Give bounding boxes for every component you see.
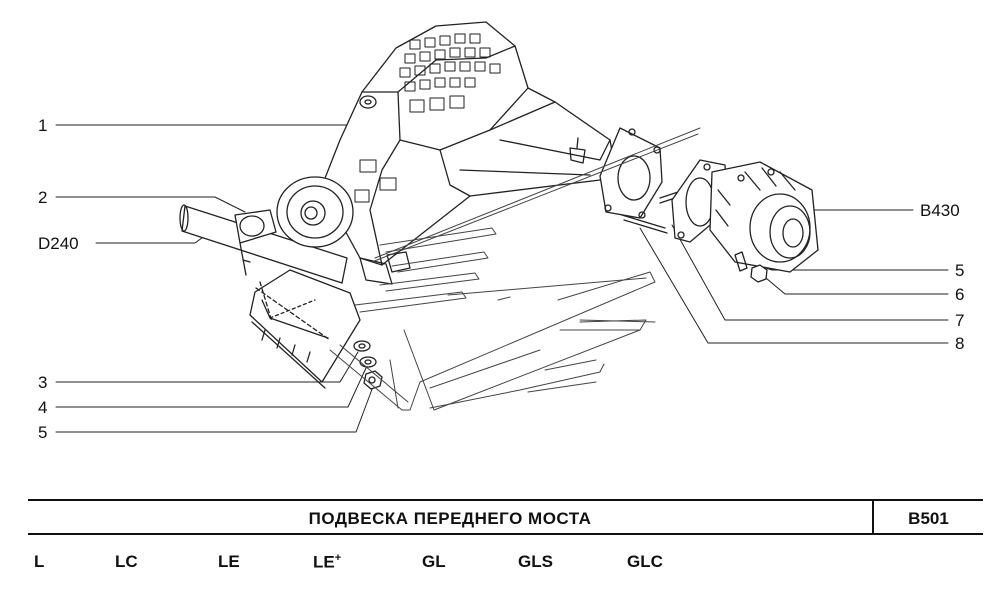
variant-lc: LC — [115, 552, 138, 571]
callout-6: 6 — [955, 285, 965, 304]
leader-8 — [639, 227, 949, 344]
axle-housing-part-1 — [276, 21, 616, 266]
callout-8: 8 — [955, 334, 965, 353]
title-block: ПОДВЕСКА ПЕРЕДНЕГО МОСТА B501 — [28, 499, 983, 535]
leader-2 — [55, 196, 246, 213]
leader-6 — [759, 272, 949, 295]
variant-le: LE — [218, 552, 240, 571]
callout-b430: B430 — [920, 201, 960, 220]
variant-gl: GL — [422, 552, 446, 571]
callout-4: 4 — [38, 398, 48, 417]
variant-le-plus-label: LE — [313, 552, 335, 572]
variant-l: L — [34, 552, 45, 571]
variant-gls: GLS — [518, 552, 553, 571]
leader-3 — [55, 351, 359, 383]
callout-3: 3 — [38, 373, 48, 392]
callout-5-left: 5 — [38, 423, 48, 442]
drawing-code: B501 — [908, 509, 949, 528]
drive-housing-b430 — [709, 161, 819, 273]
leader-4 — [55, 367, 367, 408]
variant-glc: GLC — [627, 552, 663, 571]
fasteners-5-6 — [734, 251, 768, 283]
variant-plus-mark: + — [334, 552, 342, 564]
callout-7: 7 — [955, 311, 965, 330]
title-divider — [872, 501, 874, 533]
mounting-bracket-part-2 — [234, 209, 277, 276]
variant-le-plus: LE+ — [313, 552, 341, 573]
support-plate — [249, 251, 411, 389]
fasteners-3-4-5 — [353, 340, 383, 390]
body-floor-outline — [329, 127, 701, 411]
leader-lines — [55, 124, 949, 433]
drawing-title: ПОДВЕСКА ПЕРЕДНЕГО МОСТА — [308, 509, 592, 528]
callout-d240: D240 — [38, 234, 79, 253]
callout-5-right: 5 — [955, 261, 965, 280]
leader-5a — [55, 383, 375, 433]
callout-1: 1 — [38, 116, 48, 135]
assembly-drawing — [55, 21, 949, 433]
callout-2: 2 — [38, 188, 48, 207]
flange-gasket — [599, 127, 663, 219]
leader-7 — [671, 224, 949, 321]
leader-1 — [55, 124, 366, 131]
